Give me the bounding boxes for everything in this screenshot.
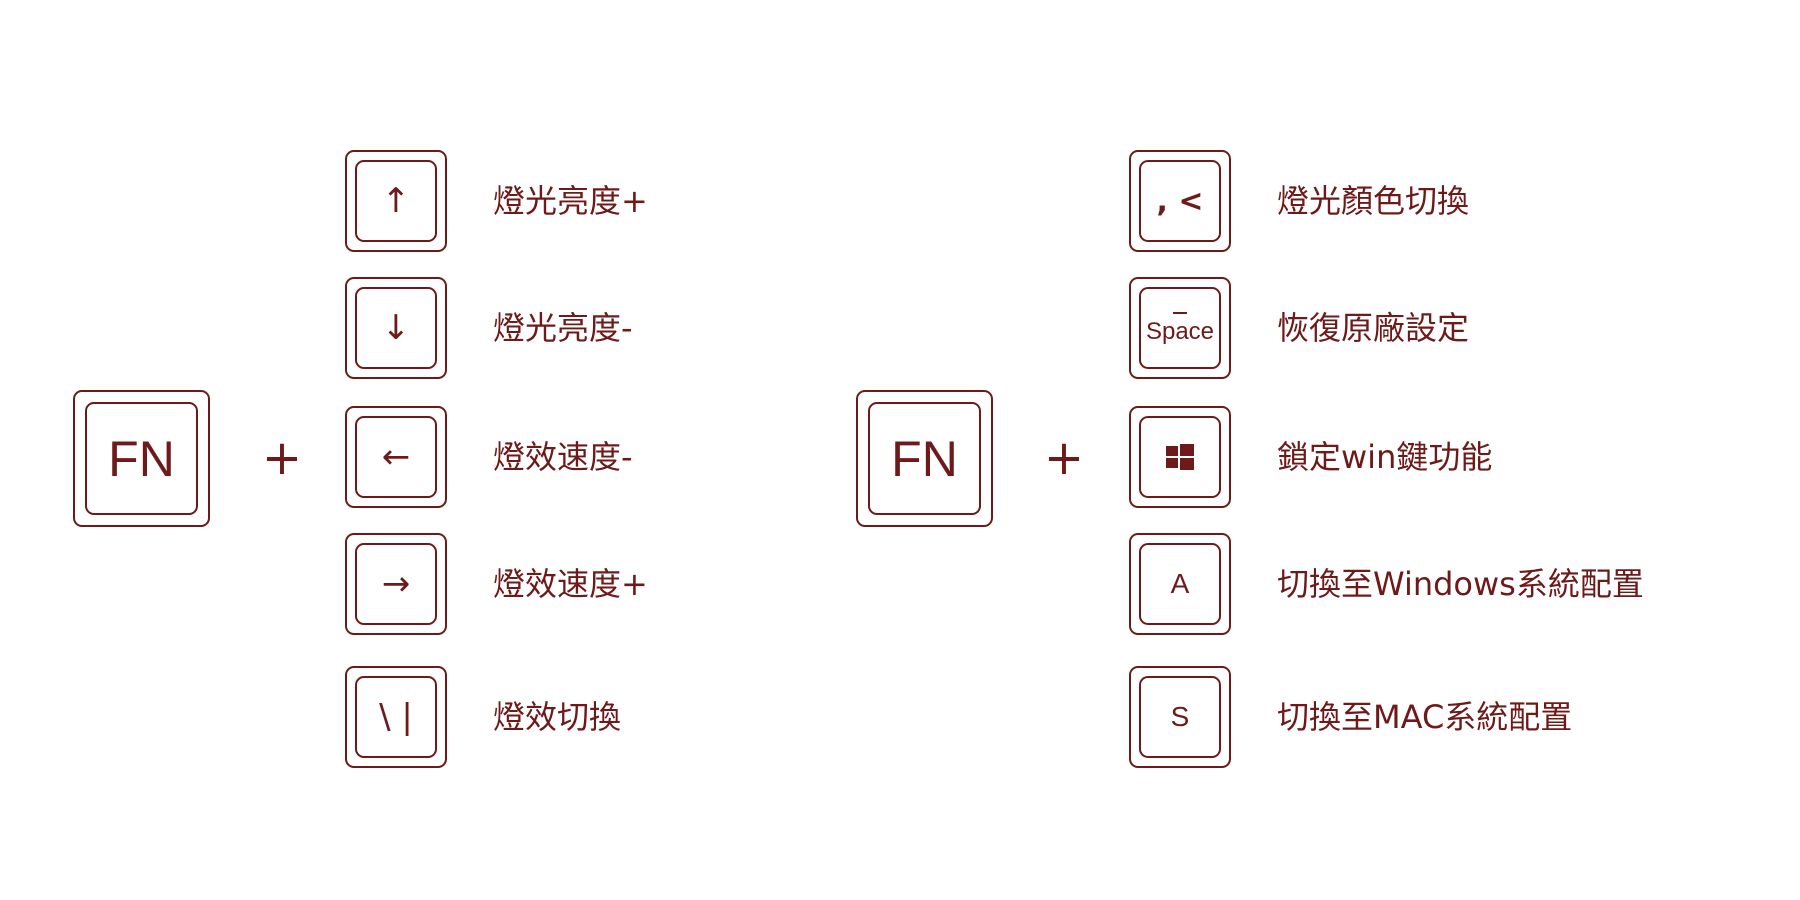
key-space: Space bbox=[1129, 277, 1231, 379]
shortcut-label: 燈效速度- bbox=[493, 438, 633, 476]
plus-sign: + bbox=[1043, 430, 1085, 486]
key-left: ← bbox=[345, 406, 447, 508]
shortcut-label: 燈效速度+ bbox=[493, 565, 648, 603]
backslash-key-label: \ | bbox=[355, 676, 437, 758]
fn-key-label: FN bbox=[868, 402, 981, 515]
windows-key-face bbox=[1139, 416, 1221, 498]
fn-key-left: FN bbox=[73, 390, 210, 527]
space-key-label: Space bbox=[1145, 318, 1215, 345]
key-backslash: \ | bbox=[345, 666, 447, 768]
space-key-face: Space bbox=[1139, 287, 1221, 369]
key-s: S bbox=[1129, 666, 1231, 768]
key-a: A bbox=[1129, 533, 1231, 635]
fn-key-label: FN bbox=[85, 402, 198, 515]
s-key-label: S bbox=[1139, 676, 1221, 758]
arrow-right-icon: → bbox=[355, 543, 437, 625]
shortcut-label: 燈光亮度+ bbox=[493, 182, 648, 220]
shortcut-label: 燈效切換 bbox=[493, 698, 622, 736]
space-dash bbox=[1173, 312, 1187, 314]
key-up: ↑ bbox=[345, 150, 447, 252]
shortcut-label: 燈光顏色切換 bbox=[1277, 182, 1470, 220]
windows-logo-icon bbox=[1166, 444, 1194, 470]
key-comma: , < bbox=[1129, 150, 1231, 252]
a-key-label: A bbox=[1139, 543, 1221, 625]
shortcut-label: 切換至Windows系統配置 bbox=[1277, 565, 1644, 603]
key-windows bbox=[1129, 406, 1231, 508]
arrow-down-icon: ↓ bbox=[355, 287, 437, 369]
key-down: ↓ bbox=[345, 277, 447, 379]
fn-key-right: FN bbox=[856, 390, 993, 527]
shortcut-label: 鎖定win鍵功能 bbox=[1277, 438, 1493, 476]
comma-key-label: , < bbox=[1139, 160, 1221, 242]
arrow-up-icon: ↑ bbox=[355, 160, 437, 242]
shortcut-label: 切換至MAC系統配置 bbox=[1277, 698, 1573, 736]
shortcut-label: 燈光亮度- bbox=[493, 309, 633, 347]
shortcut-label: 恢復原廠設定 bbox=[1277, 309, 1470, 347]
plus-sign: + bbox=[261, 430, 303, 486]
key-right: → bbox=[345, 533, 447, 635]
arrow-left-icon: ← bbox=[355, 416, 437, 498]
